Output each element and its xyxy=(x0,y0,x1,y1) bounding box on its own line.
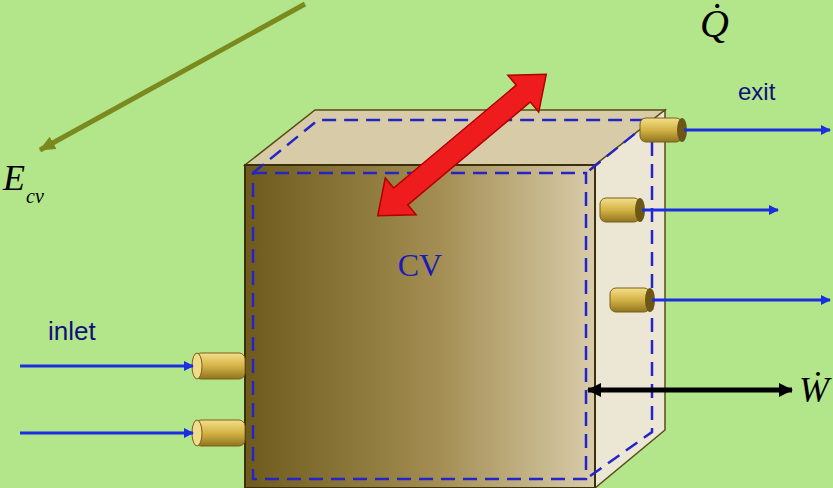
inlet-pipes xyxy=(192,353,245,446)
cube-front xyxy=(245,165,595,488)
exit-arrows xyxy=(642,130,830,300)
inlet-label: inlet xyxy=(48,318,96,344)
heat-rate-symbol: Q̇ xyxy=(700,4,729,44)
exit-label: exit xyxy=(738,80,775,104)
control-surface xyxy=(253,120,652,479)
heat-arrow xyxy=(362,56,561,234)
energy-subscript: cv xyxy=(26,186,44,206)
control-volume: CV xyxy=(245,165,595,365)
inlet-arrows xyxy=(20,366,193,433)
exit-pipes xyxy=(600,118,687,312)
work-arrow xyxy=(588,388,792,393)
energy-symbol: E xyxy=(3,160,25,196)
node-text: CV xyxy=(398,247,442,284)
work-rate-symbol: Ẇ xyxy=(799,372,829,408)
pointer-arrow xyxy=(40,4,305,150)
